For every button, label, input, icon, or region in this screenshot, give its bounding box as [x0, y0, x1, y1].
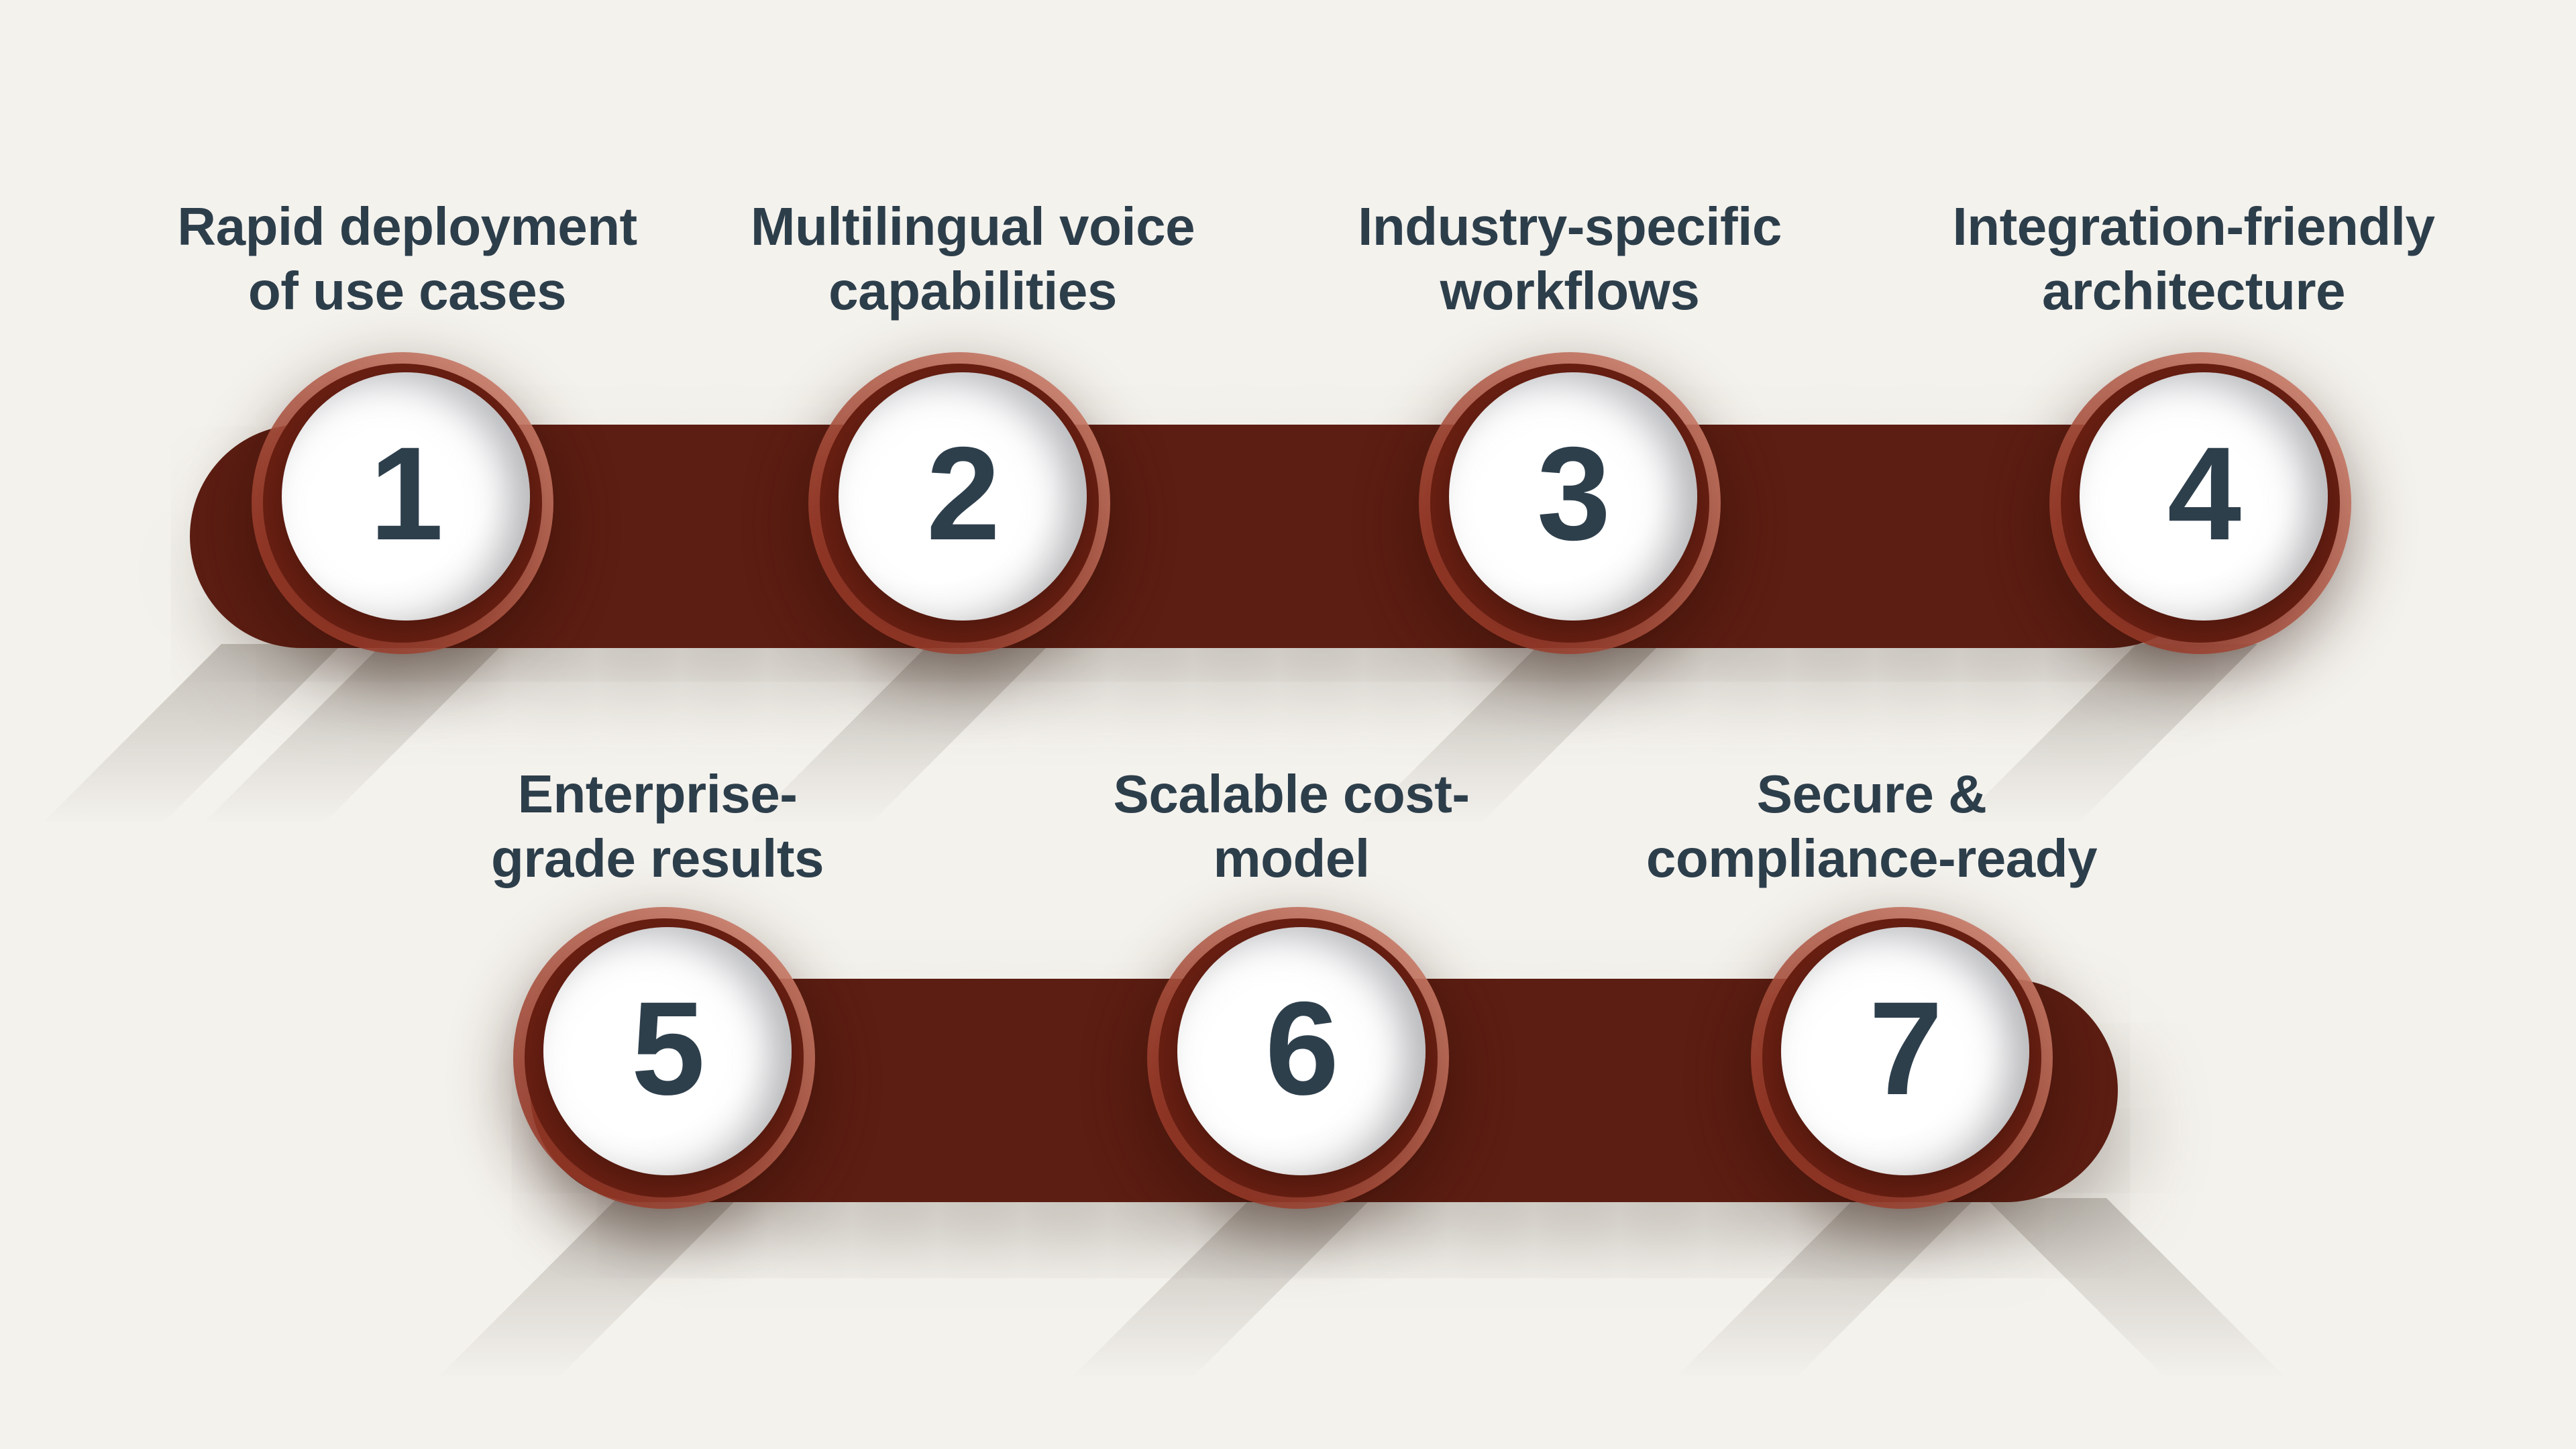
step-number-4: 4	[2167, 419, 2241, 568]
diagonal-shadow	[1070, 1198, 1372, 1379]
step-number-6: 6	[1265, 974, 1339, 1122]
circle-face: 1	[282, 372, 530, 621]
step-circle-2: 2	[808, 352, 1110, 654]
step-circle-7: 7	[1751, 907, 2053, 1209]
step-label-2: Multilingual voice capabilities	[750, 197, 1195, 321]
step-number-2: 2	[926, 419, 1000, 568]
step-number-1: 1	[369, 419, 443, 568]
step-label-7: Secure & compliance-ready	[1646, 764, 2098, 888]
circle-face: 3	[1449, 372, 1697, 621]
circle-face: 6	[1177, 927, 1426, 1175]
step-number-3: 3	[1536, 419, 1611, 568]
step-circle-3: 3	[1419, 352, 1721, 654]
step-label-4: Integration-friendly architecture	[1952, 197, 2435, 321]
step-number-5: 5	[631, 974, 705, 1122]
circle-face: 7	[1781, 927, 2029, 1175]
step-circle-5: 5	[513, 907, 815, 1209]
circle-face: 4	[2080, 372, 2328, 621]
step-label-1: Rapid deployment of use cases	[177, 197, 637, 321]
diagonal-shadow	[436, 1198, 738, 1379]
step-circle-1: 1	[252, 352, 553, 654]
step-label-6: Scalable cost- model	[1113, 764, 1470, 888]
step-label-3: Industry-specific workflows	[1358, 197, 1782, 321]
step-circle-4: 4	[2049, 352, 2351, 654]
circle-face: 2	[839, 372, 1087, 621]
step-circle-6: 6	[1147, 907, 1449, 1209]
diagonal-shadow	[1986, 1198, 2288, 1379]
step-label-5: Enterprise- grade results	[491, 764, 824, 888]
step-number-7: 7	[1868, 974, 1943, 1122]
diagonal-shadow	[1674, 1198, 1976, 1379]
circle-face: 5	[543, 927, 792, 1175]
